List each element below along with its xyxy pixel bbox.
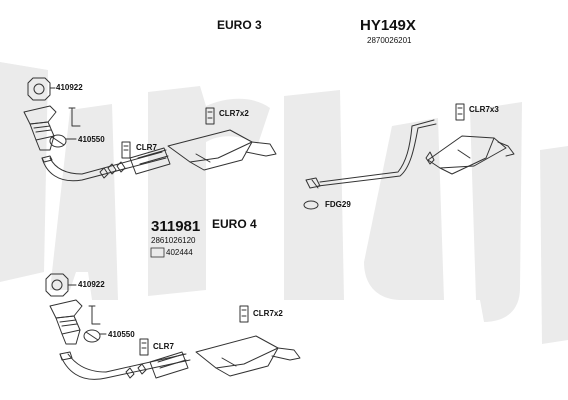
gasket-ring-hole	[33, 83, 45, 95]
gasket-flat-bottom-icon[interactable]	[83, 329, 101, 343]
lambda-sensor-icon	[68, 107, 81, 127]
part-label-gasket-ring[interactable]: 410922	[56, 83, 83, 92]
bottom-kit-norm: EURO 4	[212, 217, 257, 231]
part-label-gasket-flat-bottom[interactable]: 410550	[108, 330, 135, 339]
clamp-symbol-bottom-mid-icon	[239, 305, 249, 323]
clamp-top-front-icon[interactable]	[99, 163, 117, 179]
bottom-kit-oem: 2861026120	[151, 236, 196, 245]
gasket-ring-bottom-icon[interactable]	[45, 273, 69, 297]
part-label-clamp-mid[interactable]: CLR7x2	[219, 109, 249, 118]
silencer-tailpipe-top-icon[interactable]	[245, 141, 277, 157]
rear-cat-icon[interactable]	[129, 147, 171, 175]
catalytic-converter-bottom-icon[interactable]	[49, 299, 83, 345]
bottom-kit-ref-badge: 402444	[166, 248, 193, 257]
rear-cat-bottom-icon[interactable]	[149, 351, 189, 379]
middle-silencer-bottom-icon[interactable]	[195, 335, 279, 377]
clamp-bottom-front-icon[interactable]	[125, 367, 135, 379]
bottom-kit-code[interactable]: 311981	[151, 218, 201, 235]
clamp-top-rear-icon[interactable]	[425, 151, 435, 165]
front-pipe-icon[interactable]	[41, 151, 167, 182]
fitting-kit-icon	[303, 200, 319, 210]
top-kit-code[interactable]: HY149X	[360, 17, 416, 34]
part-label-clamp-rear-cat-bottom[interactable]: CLR7	[153, 342, 174, 351]
clamp-top-rear-cat-icon[interactable]	[116, 161, 126, 173]
gasket-flat-line	[51, 136, 65, 146]
part-label-fitting-kit[interactable]: FDG29	[325, 200, 351, 209]
front-pipe-bottom-icon[interactable]	[59, 351, 191, 380]
clamp-bottom-rear-cat-icon[interactable]	[137, 363, 147, 375]
lambda-sensor-bottom-icon	[88, 305, 101, 325]
rear-silencer-icon[interactable]	[427, 135, 515, 175]
part-label-clamp-mid-bottom[interactable]: CLR7x2	[253, 309, 283, 318]
middle-silencer-icon[interactable]	[167, 129, 253, 171]
kit-ref-badge-icon	[150, 247, 165, 258]
catalytic-converter-icon[interactable]	[23, 105, 57, 151]
gasket-flat-bottom-line	[85, 331, 99, 341]
gasket-ring-icon[interactable]	[27, 77, 51, 101]
part-label-gasket-flat[interactable]: 410550	[78, 135, 105, 144]
watermark-logo	[0, 62, 568, 344]
silencer-tailpipe-bottom-icon[interactable]	[271, 347, 301, 361]
clamp-symbol-bottom-rear-cat-icon	[139, 338, 149, 356]
gasket-flat-icon[interactable]	[49, 134, 67, 148]
top-kit-norm: EURO 3	[217, 18, 262, 32]
gasket-ring-bottom-hole	[51, 279, 63, 291]
clamp-symbol-top-rear-cat-icon	[121, 141, 131, 159]
clamp-symbol-top-mid-icon	[205, 107, 215, 125]
clamp-symbol-top-rear-icon	[455, 103, 465, 121]
part-label-gasket-ring-bottom[interactable]: 410922	[78, 280, 105, 289]
rear-pipe-icon[interactable]	[317, 119, 437, 187]
top-kit-oem: 2870026201	[367, 36, 412, 45]
part-label-clamp-rear-cat[interactable]: CLR7	[136, 143, 157, 152]
part-label-clamp-rear[interactable]: CLR7x3	[469, 105, 499, 114]
